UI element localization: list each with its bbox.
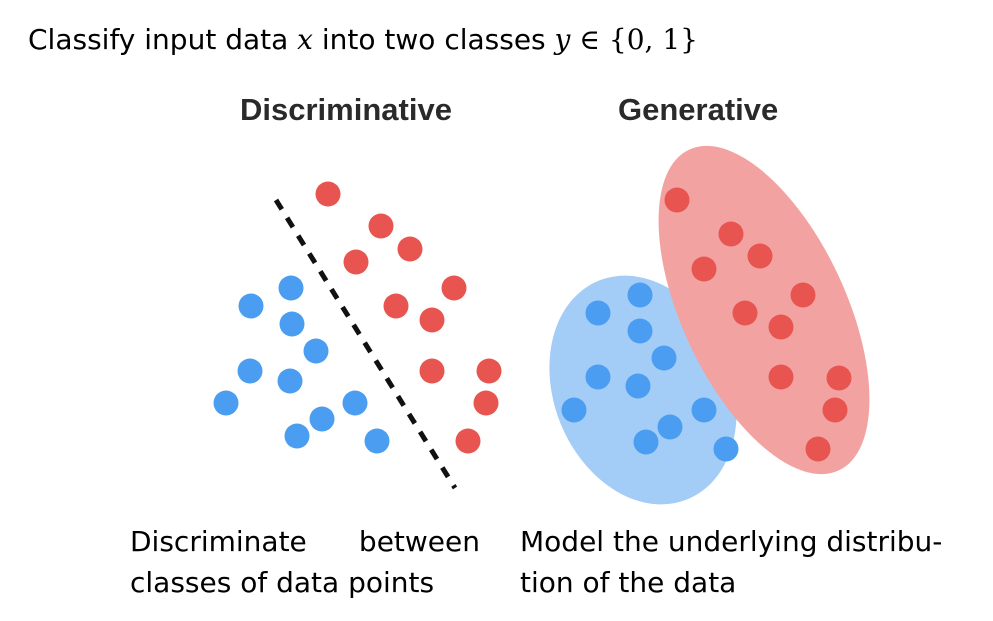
intro-prefix: Classify input data	[28, 23, 298, 56]
class-1-point	[768, 314, 794, 340]
class-0-point	[278, 275, 304, 301]
class-1-point	[397, 236, 423, 262]
class-1-point	[805, 436, 831, 462]
class-1-point	[455, 428, 481, 454]
intro-middle: into two classes	[312, 23, 555, 56]
variable-y: y	[554, 23, 571, 56]
class-1-point	[718, 221, 744, 247]
generative-heading: Generative	[618, 92, 779, 127]
class-0-point	[303, 338, 329, 364]
class-1-point	[822, 397, 848, 423]
class-0-point	[657, 414, 683, 440]
discriminative-caption-line-2: classes of data points	[130, 566, 435, 599]
generative-caption-line-2: tion of the data	[520, 566, 737, 599]
class-0-point	[713, 436, 739, 462]
generative-density-regions	[549, 145, 870, 505]
variable-x: x	[297, 23, 313, 56]
class-0-point	[627, 282, 653, 308]
class-1-point	[368, 213, 394, 239]
class-1-point	[441, 275, 467, 301]
class-0-point	[561, 397, 587, 423]
caption-word-between: between	[358, 525, 480, 558]
class-0-point	[277, 368, 303, 394]
class-1-point	[768, 364, 794, 390]
class-1-point	[383, 293, 409, 319]
class-1-density-ellipse	[658, 145, 870, 475]
class-0-point	[627, 318, 653, 344]
class-0-point	[625, 373, 651, 399]
class-1-point	[419, 358, 445, 384]
discriminative-points	[213, 181, 502, 454]
class-0-point	[237, 358, 263, 384]
generative-points	[561, 187, 852, 462]
class-1-point	[732, 300, 758, 326]
class-1-point	[419, 307, 445, 333]
class-1-point	[691, 256, 717, 282]
class-1-point	[747, 243, 773, 269]
class-0-point	[342, 390, 368, 416]
class-1-point	[790, 282, 816, 308]
class-1-point	[343, 249, 369, 275]
discriminative-heading: Discriminative	[240, 92, 452, 127]
class-set-expression: ∈ {0, 1}	[570, 23, 698, 56]
intro-sentence: Classify input data x into two classes y…	[28, 20, 698, 60]
class-0-point	[238, 293, 264, 319]
class-0-point	[633, 429, 659, 455]
generative-caption-line-1: Model the underlying distribu-	[520, 525, 943, 558]
class-1-point	[476, 358, 502, 384]
class-0-point	[585, 300, 611, 326]
discriminative-caption-line-1: Discriminate between	[130, 521, 480, 562]
class-0-point	[585, 364, 611, 390]
class-1-point	[473, 390, 499, 416]
class-0-point	[691, 397, 717, 423]
class-0-point	[309, 406, 335, 432]
class-1-point	[826, 365, 852, 391]
class-0-point	[284, 423, 310, 449]
class-0-point	[651, 345, 677, 371]
class-0-point	[213, 390, 239, 416]
class-0-point	[279, 311, 305, 337]
class-1-point	[315, 181, 341, 207]
class-0-point	[364, 428, 390, 454]
caption-word-discriminate: Discriminate	[130, 525, 307, 558]
decision-boundary	[273, 198, 458, 490]
class-1-point	[664, 187, 690, 213]
